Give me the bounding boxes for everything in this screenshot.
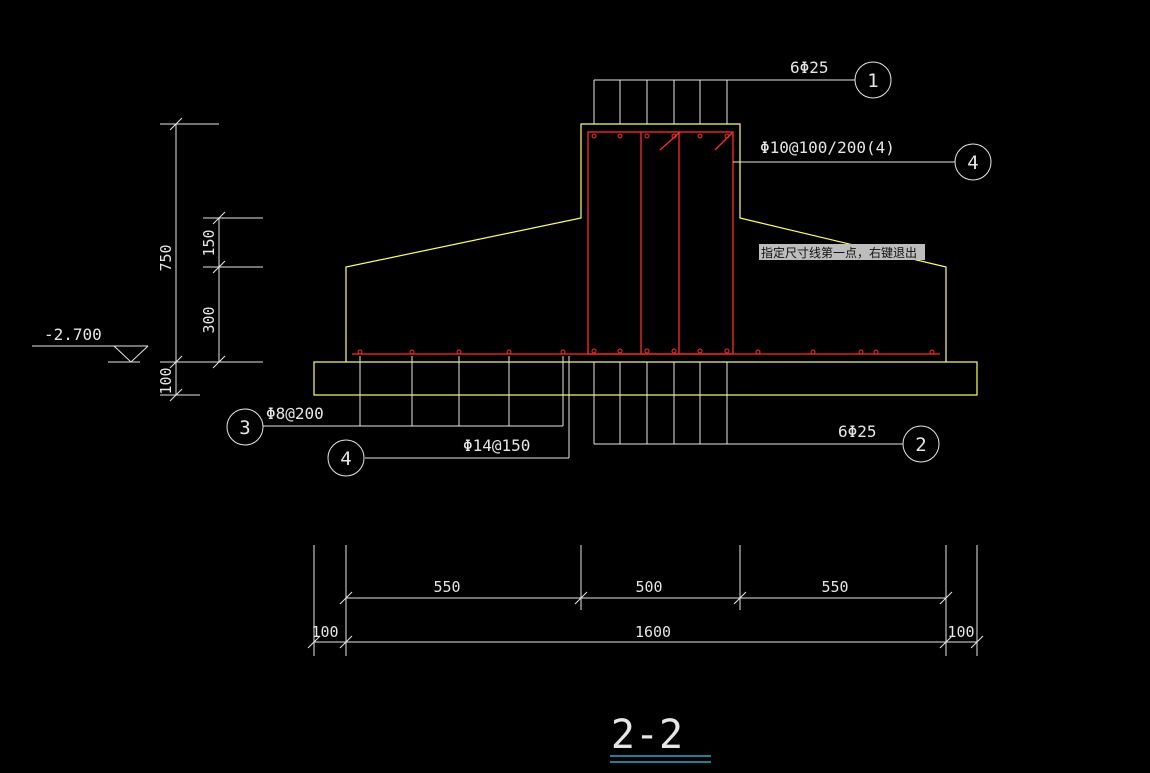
bubble-4-stirrup: 4 bbox=[954, 143, 992, 181]
section-title-text: 2-2 bbox=[611, 712, 683, 758]
bar-dot bbox=[644, 133, 650, 139]
cushion-pad bbox=[313, 361, 978, 396]
dim-550-left: 550 bbox=[433, 578, 460, 596]
bar-dot bbox=[357, 349, 363, 355]
svg-text:3: 3 bbox=[239, 417, 250, 439]
stirrup-outer bbox=[587, 131, 734, 355]
svg-text:4: 4 bbox=[340, 448, 351, 470]
dim-100-vertical: 100 bbox=[157, 367, 175, 394]
top-bars-label: 6Φ25 bbox=[790, 58, 829, 77]
bar-dot bbox=[560, 349, 566, 355]
bar-dot bbox=[929, 349, 935, 355]
bar-dot bbox=[724, 133, 730, 139]
bar-dot bbox=[617, 348, 623, 354]
elevation-label: -2.700 bbox=[44, 325, 102, 344]
bar-dot bbox=[617, 133, 623, 139]
bar-dot bbox=[671, 133, 677, 139]
dim-1600: 1600 bbox=[635, 623, 671, 641]
bar-dot bbox=[858, 349, 864, 355]
dim-100-left: 100 bbox=[311, 623, 338, 641]
leader-top-bars bbox=[593, 79, 855, 124]
svg-text:1: 1 bbox=[867, 70, 878, 92]
mesh-x-label: Φ8@200 bbox=[266, 404, 324, 423]
mesh-y-label: Φ14@150 bbox=[463, 436, 530, 455]
dim-500: 500 bbox=[635, 578, 662, 596]
bar-dot bbox=[724, 348, 730, 354]
stirrups-label: Φ10@100/200(4) bbox=[760, 138, 895, 157]
bar-dot bbox=[409, 349, 415, 355]
svg-text:4: 4 bbox=[967, 152, 978, 174]
stirrup-hook bbox=[714, 131, 734, 151]
bar-dot bbox=[506, 349, 512, 355]
stirrup-hook bbox=[659, 131, 681, 151]
bottom-bars-label: 6Φ25 bbox=[838, 422, 877, 441]
bar-dot bbox=[671, 348, 677, 354]
bubble-2: 2 bbox=[902, 425, 940, 463]
bubble-3: 3 bbox=[226, 408, 264, 446]
dim-300: 300 bbox=[200, 306, 218, 333]
bar-dot bbox=[873, 349, 879, 355]
tooltip-background bbox=[759, 244, 925, 260]
horizontal-dimensions: 550 500 550 100 1600 100 bbox=[307, 545, 984, 656]
tooltip-text: 指定尺寸线第一点，右键退出 bbox=[761, 245, 917, 260]
bar-dot bbox=[591, 348, 597, 354]
elevation-marker: -2.700 bbox=[32, 325, 149, 363]
bar-dot bbox=[697, 133, 703, 139]
dim-750: 750 bbox=[157, 244, 175, 271]
bar-dot bbox=[755, 349, 761, 355]
section-title: 2-2 bbox=[610, 712, 711, 763]
bar-dot bbox=[644, 348, 650, 354]
column-rebar bbox=[587, 131, 734, 355]
bar-dot bbox=[697, 348, 703, 354]
bubble-4-mesh: 4 bbox=[327, 439, 365, 477]
bubble-1: 1 bbox=[854, 61, 892, 99]
bottom-mesh bbox=[352, 348, 940, 355]
bar-dot bbox=[810, 349, 816, 355]
bar-dot bbox=[456, 349, 462, 355]
svg-text:2: 2 bbox=[915, 434, 926, 456]
vertical-dimensions: 750 150 300 100 bbox=[157, 117, 263, 402]
dim-150: 150 bbox=[200, 229, 218, 256]
command-tooltip: 指定尺寸线第一点，右键退出 bbox=[759, 244, 925, 260]
footing-body bbox=[345, 123, 947, 362]
dim-100-right: 100 bbox=[947, 623, 974, 641]
leader-mesh-x bbox=[263, 356, 564, 427]
dim-550-right: 550 bbox=[821, 578, 848, 596]
leader-bottom-bars bbox=[593, 362, 903, 445]
bar-dot bbox=[591, 133, 597, 139]
leader-mesh-y bbox=[365, 356, 570, 459]
